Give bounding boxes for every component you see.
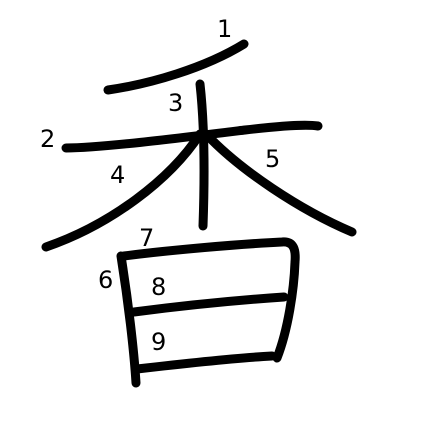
stroke-6: [116, 251, 141, 388]
stroke-number-1: 1: [217, 15, 232, 43]
stroke-4: [41, 129, 205, 252]
stroke-number-3: 3: [168, 89, 183, 117]
stroke-5: [201, 129, 357, 237]
stroke-1: [103, 39, 249, 95]
stroke-number-8: 8: [151, 273, 166, 301]
stroke-number-5: 5: [265, 145, 280, 173]
stroke-number-7: 7: [139, 224, 154, 252]
stroke-7: [119, 237, 300, 363]
stroke-2: [61, 120, 323, 153]
stroke-9: [132, 351, 277, 374]
stroke-number-4: 4: [110, 161, 125, 189]
stroke-number-2: 2: [40, 125, 55, 153]
stroke-number-9: 9: [151, 328, 166, 356]
stroke-8: [129, 292, 289, 317]
stroke-3: [195, 79, 209, 231]
stroke-number-6: 6: [98, 266, 113, 294]
